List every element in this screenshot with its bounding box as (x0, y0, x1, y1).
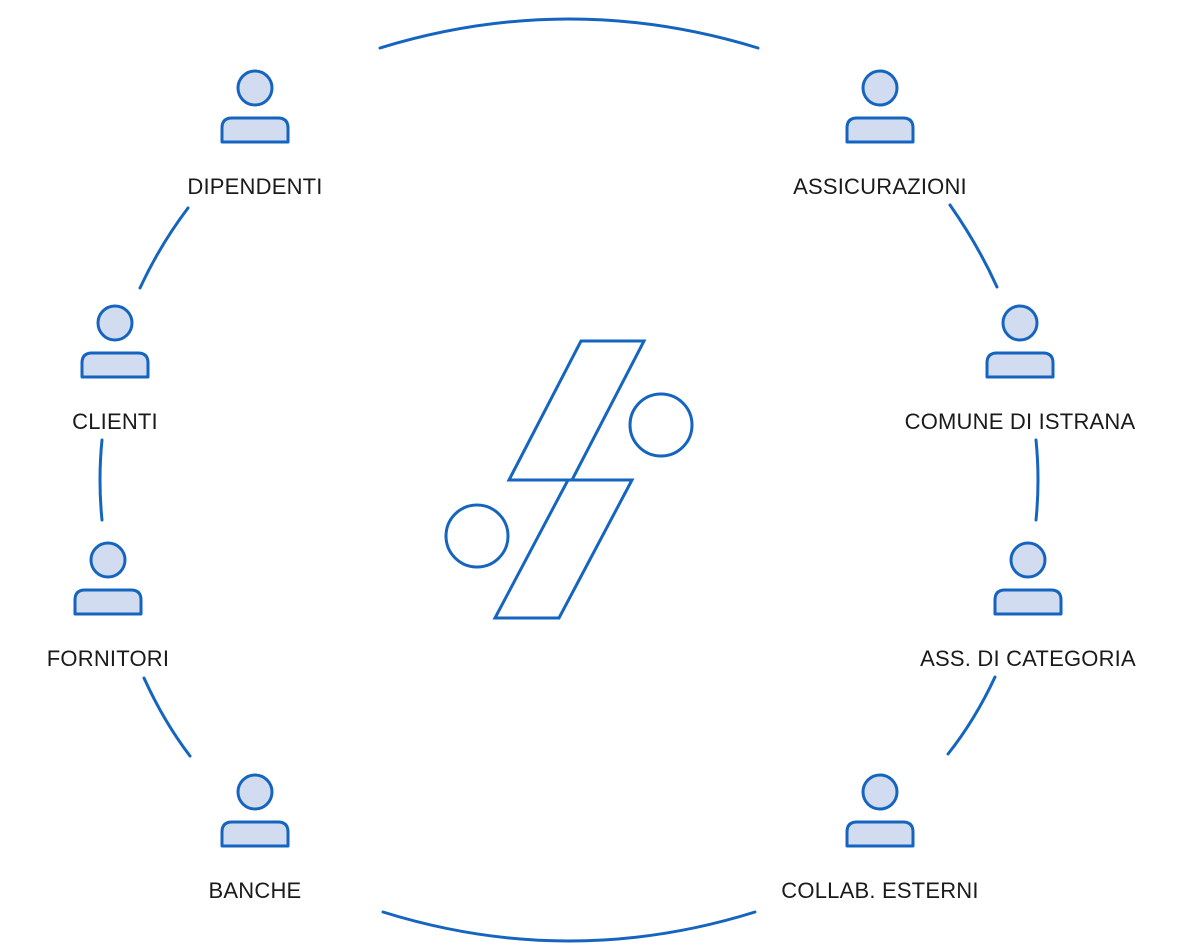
stakeholder-label: COMUNE DI ISTRANA (904, 409, 1136, 434)
person-icon (845, 69, 915, 144)
stakeholder-comune-di-istrana: COMUNE DI ISTRANA (870, 303, 1170, 435)
logo-lower-parallelogram (492, 478, 635, 620)
arc-comune-ass (1034, 438, 1040, 522)
stylized-lightning-logo-icon (444, 339, 694, 620)
person-icon (845, 773, 915, 848)
stakeholder-assicurazioni: ASSICURAZIONI (730, 68, 1030, 200)
stakeholder-fornitori: FORNITORI (0, 540, 258, 672)
logo-upper-parallelogram (506, 339, 647, 482)
arc-bottom (381, 910, 757, 943)
stakeholder-label: ASS. DI CATEGORIA (920, 646, 1136, 671)
person-icon (993, 541, 1063, 616)
person-icon (220, 773, 290, 848)
arc-assicurazioni-comune (948, 203, 999, 289)
person-icon (220, 69, 290, 144)
logo-left-circle (444, 503, 510, 569)
stakeholder-label: ASSICURAZIONI (793, 174, 967, 199)
stakeholder-dipendenti: DIPENDENTI (105, 68, 405, 200)
stakeholder-label: CLIENTI (72, 409, 158, 434)
person-icon (80, 304, 150, 379)
stakeholder-label: DIPENDENTI (187, 174, 323, 199)
person-icon (73, 541, 143, 616)
stakeholder-label: COLLAB. ESTERNI (781, 878, 979, 903)
arc-fornitori-banche (142, 676, 192, 758)
stakeholder-label: BANCHE (208, 878, 302, 903)
stakeholder-clienti: CLIENTI (0, 303, 265, 435)
stakeholder-label: FORNITORI (46, 646, 170, 671)
arc-top (378, 17, 760, 50)
arc-dipendenti-clienti (138, 206, 190, 290)
stakeholder-collab-esterni: COLLAB. ESTERNI (730, 772, 1030, 904)
arc-clienti-fornitori (98, 438, 104, 522)
arc-ass-collab (946, 675, 997, 756)
logo-right-circle (628, 392, 694, 458)
stakeholder-ass-di-categoria: ASS. DI CATEGORIA (878, 540, 1178, 672)
person-icon (985, 304, 1055, 379)
stakeholder-banche: BANCHE (105, 772, 405, 904)
